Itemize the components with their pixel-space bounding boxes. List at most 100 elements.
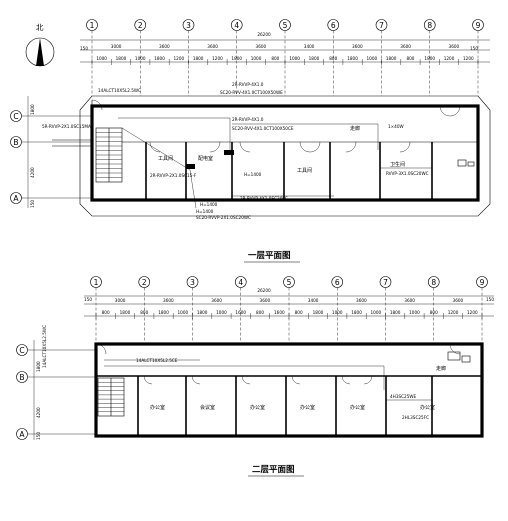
floor1-sub-dim: 1000 xyxy=(135,56,146,61)
floor1-sub-dim: 1200 xyxy=(174,56,185,61)
floor2-col-axis-label: 4 xyxy=(238,278,243,287)
floor2-bay-dim: 3600 xyxy=(260,298,271,303)
floor1-sub-dim: 1800 xyxy=(193,56,204,61)
floor2-sub-dim: 800 xyxy=(430,310,438,315)
floor1-col-axis-label: 5 xyxy=(283,21,288,30)
floor1-sub-dim: 800 xyxy=(329,56,337,61)
floor2-sub-dim: 1800 xyxy=(120,310,131,315)
floor1-panel xyxy=(186,164,195,169)
floor2-sub-dim: 1000 xyxy=(371,310,382,315)
floor2-col-axis-label: 9 xyxy=(480,278,485,287)
floor2-bay-dim: 3600 xyxy=(453,298,464,303)
floor1-cable-3: SC20-RVV-4X1.0CT100X50WE xyxy=(220,90,283,95)
floor1-sub-dim: 1800 xyxy=(309,56,320,61)
floor1-wiring xyxy=(118,117,432,209)
floor1-row-axis-c: C xyxy=(13,112,18,121)
floor2-col-axis-label: 2 xyxy=(142,278,147,287)
floor1-row-dim-2: 4200 xyxy=(30,167,35,178)
floor1-outer-wall xyxy=(90,104,480,202)
floor2-room-3: 办公室 xyxy=(250,404,265,411)
floor1-sub-dim: 1800 xyxy=(154,56,165,61)
floor2-sub-dim: 800 xyxy=(140,310,148,315)
floor2-col-axis-label: 5 xyxy=(287,278,292,287)
floor1-right-dim: 150 xyxy=(470,46,478,51)
floor1-doors xyxy=(149,105,461,153)
floor1-cable-6: 5R-RVVP-2X1.0SC15MA xyxy=(42,124,91,129)
floor1-distribution-box xyxy=(224,150,234,155)
floor1-bay-dim: 3600 xyxy=(352,44,363,49)
floor2-left-dim: 150 xyxy=(84,297,92,302)
floor2-cable-2: 14ALCT10X5L2.5CE xyxy=(136,358,178,363)
floor1-cable-2: 2R-RVVP-4X1.0 xyxy=(232,82,264,87)
floor2-equipment-icon xyxy=(447,351,461,361)
floor2-sub-dim: 1600 xyxy=(235,310,246,315)
floor1-sub-dim: 800 xyxy=(406,56,414,61)
floor2-stair xyxy=(97,377,125,417)
floor1-bay-dim: 3000 xyxy=(111,44,122,49)
floor1-row-dim-3: 150 xyxy=(30,200,35,208)
floor1-sub-dim: 1800 xyxy=(347,56,358,61)
floor2-col-axis-label: 3 xyxy=(190,278,195,287)
floor2-room-5: 办公室 xyxy=(350,404,365,411)
floor1-room-1: 工具间 xyxy=(158,155,173,162)
floor1-lamp-label: 1×40W xyxy=(388,124,404,129)
floor1-left-dim: 150 xyxy=(80,46,88,51)
floor2-sub-dim: 800 xyxy=(256,310,264,315)
floor2-sub-dim: 1800 xyxy=(313,310,324,315)
floor2-bay-dim: 3600 xyxy=(163,298,174,303)
floor1-bay-dim: 3600 xyxy=(449,44,460,49)
floor2-sub-dim: 800 xyxy=(295,310,303,315)
floor1-col-axis-label: 3 xyxy=(186,21,191,30)
floor1-sub-dim: 800 xyxy=(271,56,279,61)
floor1-bay-dim: 3600 xyxy=(256,44,267,49)
floor2-row-axes: C B A 1800 4200 150 xyxy=(16,340,96,440)
floor2-cable-3: 4H3SC25WE xyxy=(390,394,417,399)
floor1-col-axis-label: 7 xyxy=(379,21,384,30)
floor1-sub-dim: 1800 xyxy=(231,56,242,61)
floor2-sub-dim: 1800 xyxy=(158,310,169,315)
floor1-sub-dim: 1000 xyxy=(96,56,107,61)
floor1-sub-dim: 1000 xyxy=(367,56,378,61)
floor1-col-axis-label: 1 xyxy=(90,21,95,30)
floor2-doors xyxy=(95,343,461,385)
floor1-sub-label-1: H=1400 xyxy=(244,172,262,177)
floor2-wiring xyxy=(104,359,432,401)
floor1-cable-8: 2R-RVVP-4X1.0SC20FC xyxy=(240,196,288,201)
floor1-col-axis-label: 6 xyxy=(331,21,336,30)
floor2-row-axis-c: C xyxy=(19,346,24,355)
floor2-col-axis-label: 1 xyxy=(94,278,99,287)
floor1-sub-dim: 1800 xyxy=(116,56,127,61)
floor2-room-2: 会议室 xyxy=(200,404,215,411)
floor1-sub-dim: 1200 xyxy=(463,56,474,61)
floor2-right-dim: 150 xyxy=(486,297,494,302)
floor2-row-dim-2: 4200 xyxy=(36,407,41,418)
floor2-col-axis-label: 6 xyxy=(335,278,340,287)
floor1-sub-dim: 1200 xyxy=(444,56,455,61)
floor1-title: 一层平面图 xyxy=(248,251,291,261)
floor2-bay-dim: 3000 xyxy=(115,298,126,303)
floor1-row-axes: C B A 1800 4200 150 xyxy=(10,96,92,208)
floor1-sub-label-2: H=1400 xyxy=(200,202,218,207)
floor2-corridor: 走廊 xyxy=(436,365,446,372)
floor1-total-dim: 26200 xyxy=(257,32,271,37)
floor1-sink-icon xyxy=(457,159,467,167)
floor1-col-axis-label: 8 xyxy=(427,21,432,30)
floor2-bay-dim: 3600 xyxy=(356,298,367,303)
floor1-room-2: 配电室 xyxy=(198,155,213,162)
floor2-bay-dim: 3600 xyxy=(404,298,415,303)
floor1-stair xyxy=(95,127,123,183)
floor2-sub-dim: 1000 xyxy=(332,310,343,315)
floor2-sub-dim: 1800 xyxy=(390,310,401,315)
floor2-row-axis-b: B xyxy=(19,373,24,382)
floor1-sub-dim: 1000 xyxy=(289,56,300,61)
floor1-room-3: 工具间 xyxy=(297,167,312,174)
floor2-sub-dim: 1200 xyxy=(448,310,459,315)
floor2-sub-dim: 1800 xyxy=(197,310,208,315)
floor2-sub-dim: 1600 xyxy=(274,310,285,315)
floor2-room-4: 办公室 xyxy=(300,404,315,411)
floor1-row-axis-b: B xyxy=(13,138,18,147)
floor2-sub-dim: 1200 xyxy=(467,310,478,315)
